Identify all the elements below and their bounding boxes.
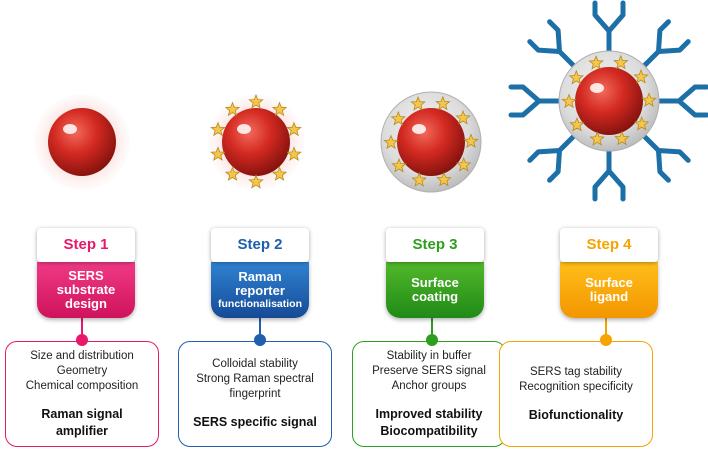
nanoparticle-step-1 — [34, 94, 130, 190]
reporter-star — [633, 68, 649, 84]
summary-text: Biofunctionality — [528, 407, 624, 422]
reporter-star — [286, 146, 302, 161]
step-3-title: Surface coating — [386, 262, 484, 318]
nanoparticle-step-3 — [380, 91, 482, 193]
step-4-dot — [600, 334, 612, 346]
step-4-connector — [605, 318, 607, 342]
step-3-dot — [426, 334, 438, 346]
step-1-title-line: SERS — [68, 268, 104, 283]
step-2-title-line: functionalisation — [218, 298, 302, 310]
reporter-star — [210, 146, 226, 161]
reporter-star — [589, 131, 605, 146]
step-2-title-line: Raman — [238, 269, 282, 284]
summary-text: Raman signal — [41, 406, 123, 421]
antibody — [656, 84, 708, 118]
step-1-detail-box: Size and distribution Geometry Chemical … — [5, 341, 159, 447]
antibody — [641, 19, 691, 69]
antibody — [641, 133, 691, 183]
reporter-star — [224, 166, 241, 181]
step-1-title-line: substrate — [56, 282, 116, 297]
reporter-star — [411, 172, 427, 187]
step-1-connector — [81, 318, 83, 342]
summary-text: Biocompatibility — [380, 423, 478, 438]
step-3-title-line: coating — [411, 289, 459, 304]
feature-item: Anchor groups — [391, 379, 467, 392]
nanoparticle-illustration — [34, 0, 708, 202]
step-4-title-line: Surface — [585, 275, 633, 290]
reporter-star — [391, 157, 407, 173]
feature-item: Size and distribution — [30, 349, 134, 362]
reporter-star — [588, 55, 604, 70]
reporter-star — [568, 69, 585, 85]
reporter-star — [613, 54, 629, 70]
reporter-stars — [561, 54, 657, 146]
reporter-star — [435, 95, 451, 111]
summary-text: Improved stability — [375, 406, 483, 421]
reporter-stars — [383, 95, 479, 187]
step-4-label: Step 4 — [560, 228, 658, 262]
antibody — [527, 19, 577, 69]
reporter-star — [569, 116, 585, 132]
reporter-star — [455, 109, 471, 125]
step-3-title-line: Surface — [411, 275, 459, 290]
antibody — [508, 84, 562, 118]
reporter-star — [641, 92, 657, 108]
reporter-star — [410, 96, 426, 111]
feature-item: Colloidal stability — [212, 358, 298, 370]
antibody — [527, 133, 577, 183]
reporter-star — [633, 116, 650, 131]
feature-item: fingerprint — [229, 388, 281, 400]
reporter-star — [390, 110, 407, 126]
reporter-star — [463, 133, 479, 149]
nanoparticle-step-2 — [208, 93, 304, 190]
step-1-title: SERS substrate design — [37, 262, 135, 318]
step-2-title: Raman reporter functionalisation — [211, 262, 309, 318]
step-2-connector — [259, 318, 261, 342]
reporter-star — [248, 93, 264, 109]
reporter-star — [614, 130, 630, 146]
reporter-star — [561, 93, 577, 109]
feature-item: Recognition specificity — [519, 380, 633, 393]
feature-item: SERS tag stability — [529, 365, 623, 378]
step-4-detail-box: SERS tag stability Recognition specifici… — [499, 341, 653, 447]
feature-item: Geometry — [56, 364, 108, 377]
reporter-star — [271, 101, 288, 117]
antibody — [592, 0, 626, 54]
reporter-star — [455, 157, 472, 172]
step-2-dot — [254, 334, 266, 346]
step-3-detail-box: Stability in buffer Preserve SERS signal… — [352, 341, 506, 447]
step-4-title-line: ligand — [589, 289, 629, 304]
reporter-star — [383, 134, 399, 150]
step-3-connector — [431, 318, 433, 342]
step-2-label: Step 2 — [211, 228, 309, 262]
reporter-stars — [210, 93, 302, 189]
step-1-dot — [76, 334, 88, 346]
feature-item: Stability in buffer — [386, 349, 472, 362]
summary-text: SERS specific signal — [193, 415, 317, 429]
feature-item: Strong Raman spectral — [196, 373, 314, 385]
feature-item: Preserve SERS signal — [372, 364, 486, 377]
reporter-star — [286, 121, 302, 137]
reporter-star — [436, 171, 452, 187]
reporter-star — [210, 121, 226, 137]
reporter-star — [248, 173, 264, 189]
step-1-label: Step 1 — [37, 228, 135, 262]
step-2-title-line: reporter — [235, 283, 285, 298]
feature-item: Chemical composition — [25, 379, 139, 392]
reporter-star — [224, 101, 241, 117]
antibody — [592, 148, 626, 202]
step-2-detail-box: Colloidal stability Strong Raman spectra… — [178, 341, 332, 447]
summary-text: amplifier — [55, 423, 109, 438]
nanoparticle-step-4 — [508, 0, 708, 202]
step-4-title: Surface ligand — [560, 262, 658, 318]
reporter-star — [271, 166, 288, 181]
step-3-label: Step 3 — [386, 228, 484, 262]
step-1-title-line: design — [65, 296, 107, 311]
antibody-ligands — [508, 0, 708, 202]
